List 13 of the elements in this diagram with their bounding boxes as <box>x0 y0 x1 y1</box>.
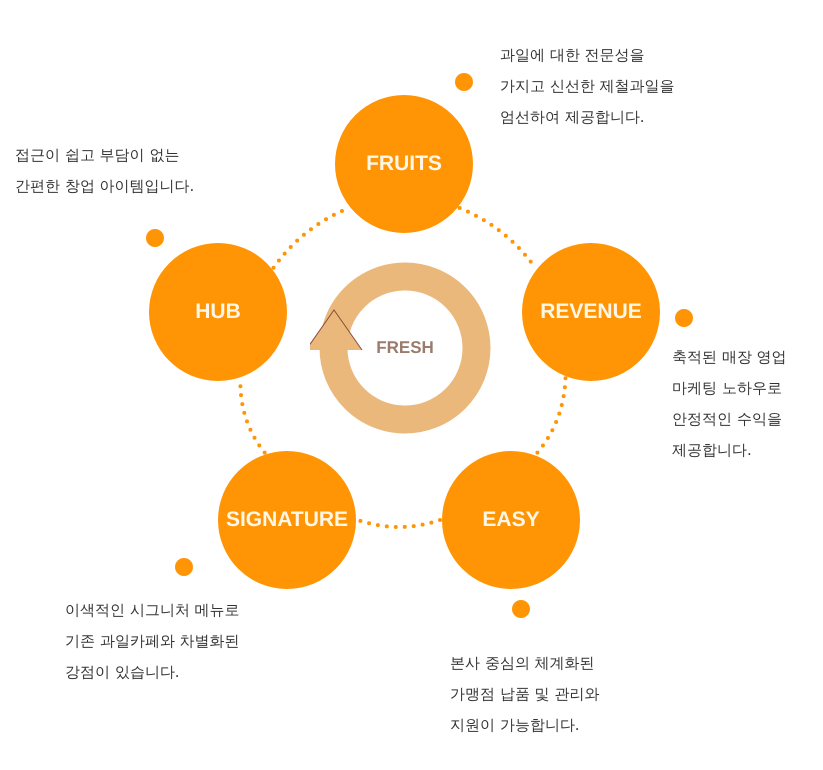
keyword-circle: FRUITS <box>335 95 473 233</box>
description-text: 과일에 대한 전문성을 가지고 신선한 제철과일을 엄선하여 제공합니다. <box>500 45 676 128</box>
keyword-circle: HUB <box>149 243 287 381</box>
center-label: FRESH <box>376 338 434 358</box>
keyword-circle: EASY <box>442 451 580 589</box>
dotted-connector <box>356 518 442 529</box>
description-text: 본사 중심의 체계화된 가맹점 납품 및 관리와 지원이 가능합니다. <box>450 653 600 736</box>
description-text: 축적된 매장 영업 마케팅 노하우로 안정적인 수익을 제공합니다. <box>672 347 788 461</box>
description-text: 접근이 쉽고 부담이 없는 간편한 창업 아이템입니다. <box>15 145 196 197</box>
keyword-circle: REVENUE <box>522 243 660 381</box>
description-text: 이색적인 시그니처 메뉴로 기존 과일카페와 차별화된 강점이 있습니다. <box>65 600 241 683</box>
keyword-circle: SIGNATURE <box>218 451 356 589</box>
dotted-connector <box>534 376 568 456</box>
